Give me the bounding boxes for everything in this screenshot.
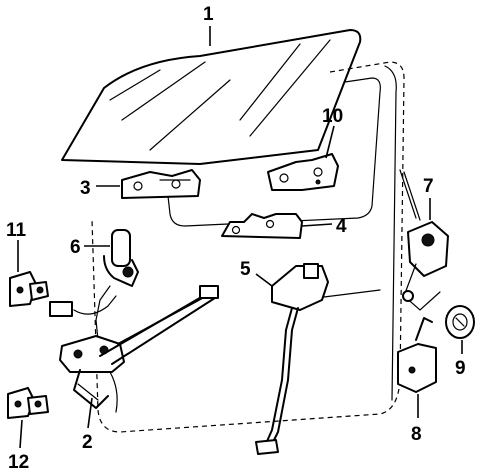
door-latch — [399, 169, 449, 311]
callout-3: 3 — [80, 178, 91, 199]
callout-labels: 1 2 3 4 5 6 7 8 9 10 11 12 — [6, 4, 466, 473]
lock-actuator — [397, 317, 437, 393]
window-regulator — [59, 285, 219, 413]
door-glass — [61, 29, 362, 165]
callout-11: 11 — [6, 220, 27, 241]
inside-handle — [267, 153, 339, 191]
regulator-motor — [95, 229, 139, 341]
callout-10: 10 — [322, 106, 343, 127]
lock-rod-assembly — [255, 263, 329, 455]
callout-7: 7 — [423, 176, 434, 197]
callout-5: 5 — [240, 259, 251, 280]
callout-4: 4 — [336, 216, 347, 237]
callout-12: 12 — [8, 452, 29, 473]
glass-channel-right — [221, 213, 303, 239]
leader-lines — [17, 26, 463, 449]
callout-8: 8 — [411, 424, 422, 445]
glass-channel-left — [121, 169, 201, 199]
door-panel — [91, 61, 405, 433]
callout-6: 6 — [70, 237, 81, 258]
callout-1: 1 — [203, 4, 214, 25]
wire-harness — [49, 295, 117, 317]
callout-9: 9 — [455, 358, 466, 379]
callout-2: 2 — [82, 432, 93, 453]
lock-cylinder — [445, 305, 475, 339]
lower-hinge — [7, 387, 49, 419]
upper-hinge — [9, 271, 49, 307]
